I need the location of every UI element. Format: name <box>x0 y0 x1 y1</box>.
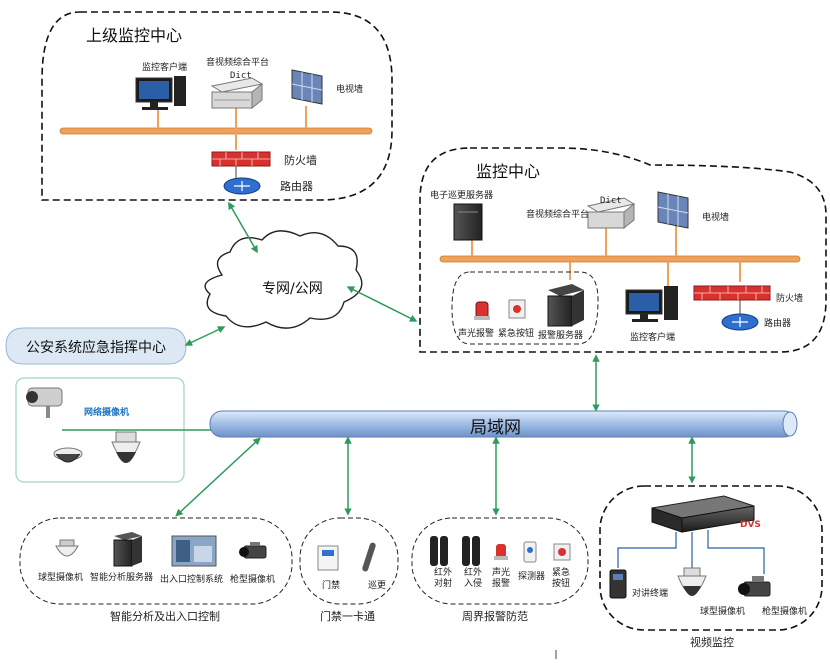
video-bullet-icon <box>738 576 771 597</box>
lan-tube <box>209 410 798 438</box>
upper-router-icon <box>223 177 261 195</box>
emergency-button-icon <box>508 299 526 319</box>
monitor-client-label: 监控客户端 <box>630 333 676 343</box>
video-group-title: 视频监控 <box>690 636 734 649</box>
monitor-center-title: 监控中心 <box>476 162 541 181</box>
sound-alarm-label: 声光报警 <box>458 329 495 339</box>
perimeter-group-title: 周界报警防范 <box>462 610 528 623</box>
smart-item-dome: 球型摄像机 <box>38 573 84 583</box>
monitor-center-boundary <box>419 147 827 353</box>
smart-group-boundary <box>19 517 293 605</box>
patrol-server-label: 电子巡更服务器 <box>430 191 494 201</box>
upper-tv-wall-icon <box>291 69 323 105</box>
dome-camera-icon <box>53 447 83 463</box>
sound-alarm-icon <box>474 301 490 320</box>
monitor-firewall-icon <box>693 285 771 301</box>
smart-group-title: 智能分析及出入口控制 <box>110 610 220 623</box>
upper-firewall-label: 防火墙 <box>284 154 317 167</box>
perimeter-item-ir-intrusion: 红外 入侵 <box>464 568 483 589</box>
monitor-firewall-label: 防火墙 <box>776 294 804 304</box>
command-center-label: 公安系统应急指挥中心 <box>26 340 166 356</box>
monitor-client-icon <box>625 286 678 322</box>
access-group-boundary <box>299 517 399 605</box>
ir-beam-icon <box>430 536 448 566</box>
perimeter-alarm-icon <box>494 544 508 560</box>
speed-dome-icon <box>111 431 141 463</box>
monitor-router-label: 路由器 <box>764 319 792 329</box>
perimeter-item-ir-beam: 红外 对射 <box>434 568 453 589</box>
access-item-door: 门禁 <box>322 581 341 591</box>
network-links <box>175 201 696 517</box>
video-item-dome: 球型摄像机 <box>700 607 746 617</box>
emergency-button-label: 紧急按钮 <box>498 329 535 339</box>
smart-dome-icon <box>55 539 79 557</box>
access-control-icon <box>171 535 217 567</box>
smart-bullet-icon <box>239 542 267 559</box>
video-item-bullet: 枪型摄像机 <box>762 607 808 617</box>
upper-client-icon <box>135 76 186 110</box>
cloud-label: 专网/公网 <box>262 281 323 297</box>
perimeter-group-boundary <box>411 517 589 605</box>
alarm-server-icon <box>547 284 584 327</box>
perimeter-item-button: 紧急 按钮 <box>552 568 571 589</box>
upper-platform-label: 音视频综合平台 <box>206 58 270 68</box>
dvs-label: DVS <box>740 520 761 530</box>
ir-intrusion-icon <box>462 536 480 566</box>
perimeter-button-icon <box>553 543 571 561</box>
door-reader-icon <box>317 545 339 571</box>
detector-icon <box>523 541 537 563</box>
upper-center-boundary <box>41 11 393 201</box>
dvs-links <box>617 530 765 574</box>
video-dome-icon <box>677 567 707 596</box>
command-center-shape <box>5 327 187 365</box>
monitor-tv-wall-icon <box>657 191 689 229</box>
monitor-backbone <box>439 255 801 263</box>
perimeter-item-detector: 探测器 <box>518 572 546 582</box>
patrol-stick-icon <box>362 542 376 572</box>
upper-platform-icon <box>210 77 264 110</box>
intercom-icon <box>609 569 627 599</box>
video-item-intercom: 对讲终端 <box>632 589 669 599</box>
monitor-platform-label: 音视频综合平台 <box>526 210 590 220</box>
upper-client-label: 监控客户端 <box>142 63 188 73</box>
smart-server-icon <box>113 532 142 567</box>
monitor-router-icon <box>721 313 759 331</box>
upper-center-title: 上级监控中心 <box>86 26 183 45</box>
smart-item-bullet: 枪型摄像机 <box>230 575 276 585</box>
alarm-server-label: 报警服务器 <box>538 331 584 341</box>
access-group-title: 门禁一卡通 <box>320 610 375 623</box>
monitor-tv-wall-label: 电视墙 <box>702 213 730 223</box>
upper-tv-wall-label: 电视墙 <box>336 85 364 95</box>
alarm-subgroup-boundary <box>451 271 599 345</box>
perimeter-item-alarm: 声光 报警 <box>492 568 511 589</box>
lan-label: 局域网 <box>470 418 521 438</box>
upper-backbone <box>59 127 373 135</box>
box-camera-icon <box>26 387 63 418</box>
dvs-device-icon <box>651 495 755 533</box>
smart-item-server: 智能分析服务器 <box>90 573 154 583</box>
upper-platform-brand: Dict <box>230 71 252 81</box>
upper-router-label: 路由器 <box>280 180 313 193</box>
camera-panel-title: 网络摄像机 <box>84 408 130 418</box>
access-item-patrol: 巡更 <box>368 581 387 591</box>
smart-item-access: 出入口控制系统 <box>160 575 224 585</box>
video-group-boundary <box>599 485 823 631</box>
monitor-platform-icon <box>586 197 636 230</box>
patrol-server-icon <box>453 203 483 241</box>
monitor-platform-brand: Dict <box>600 196 622 206</box>
upper-firewall-icon <box>211 151 271 167</box>
